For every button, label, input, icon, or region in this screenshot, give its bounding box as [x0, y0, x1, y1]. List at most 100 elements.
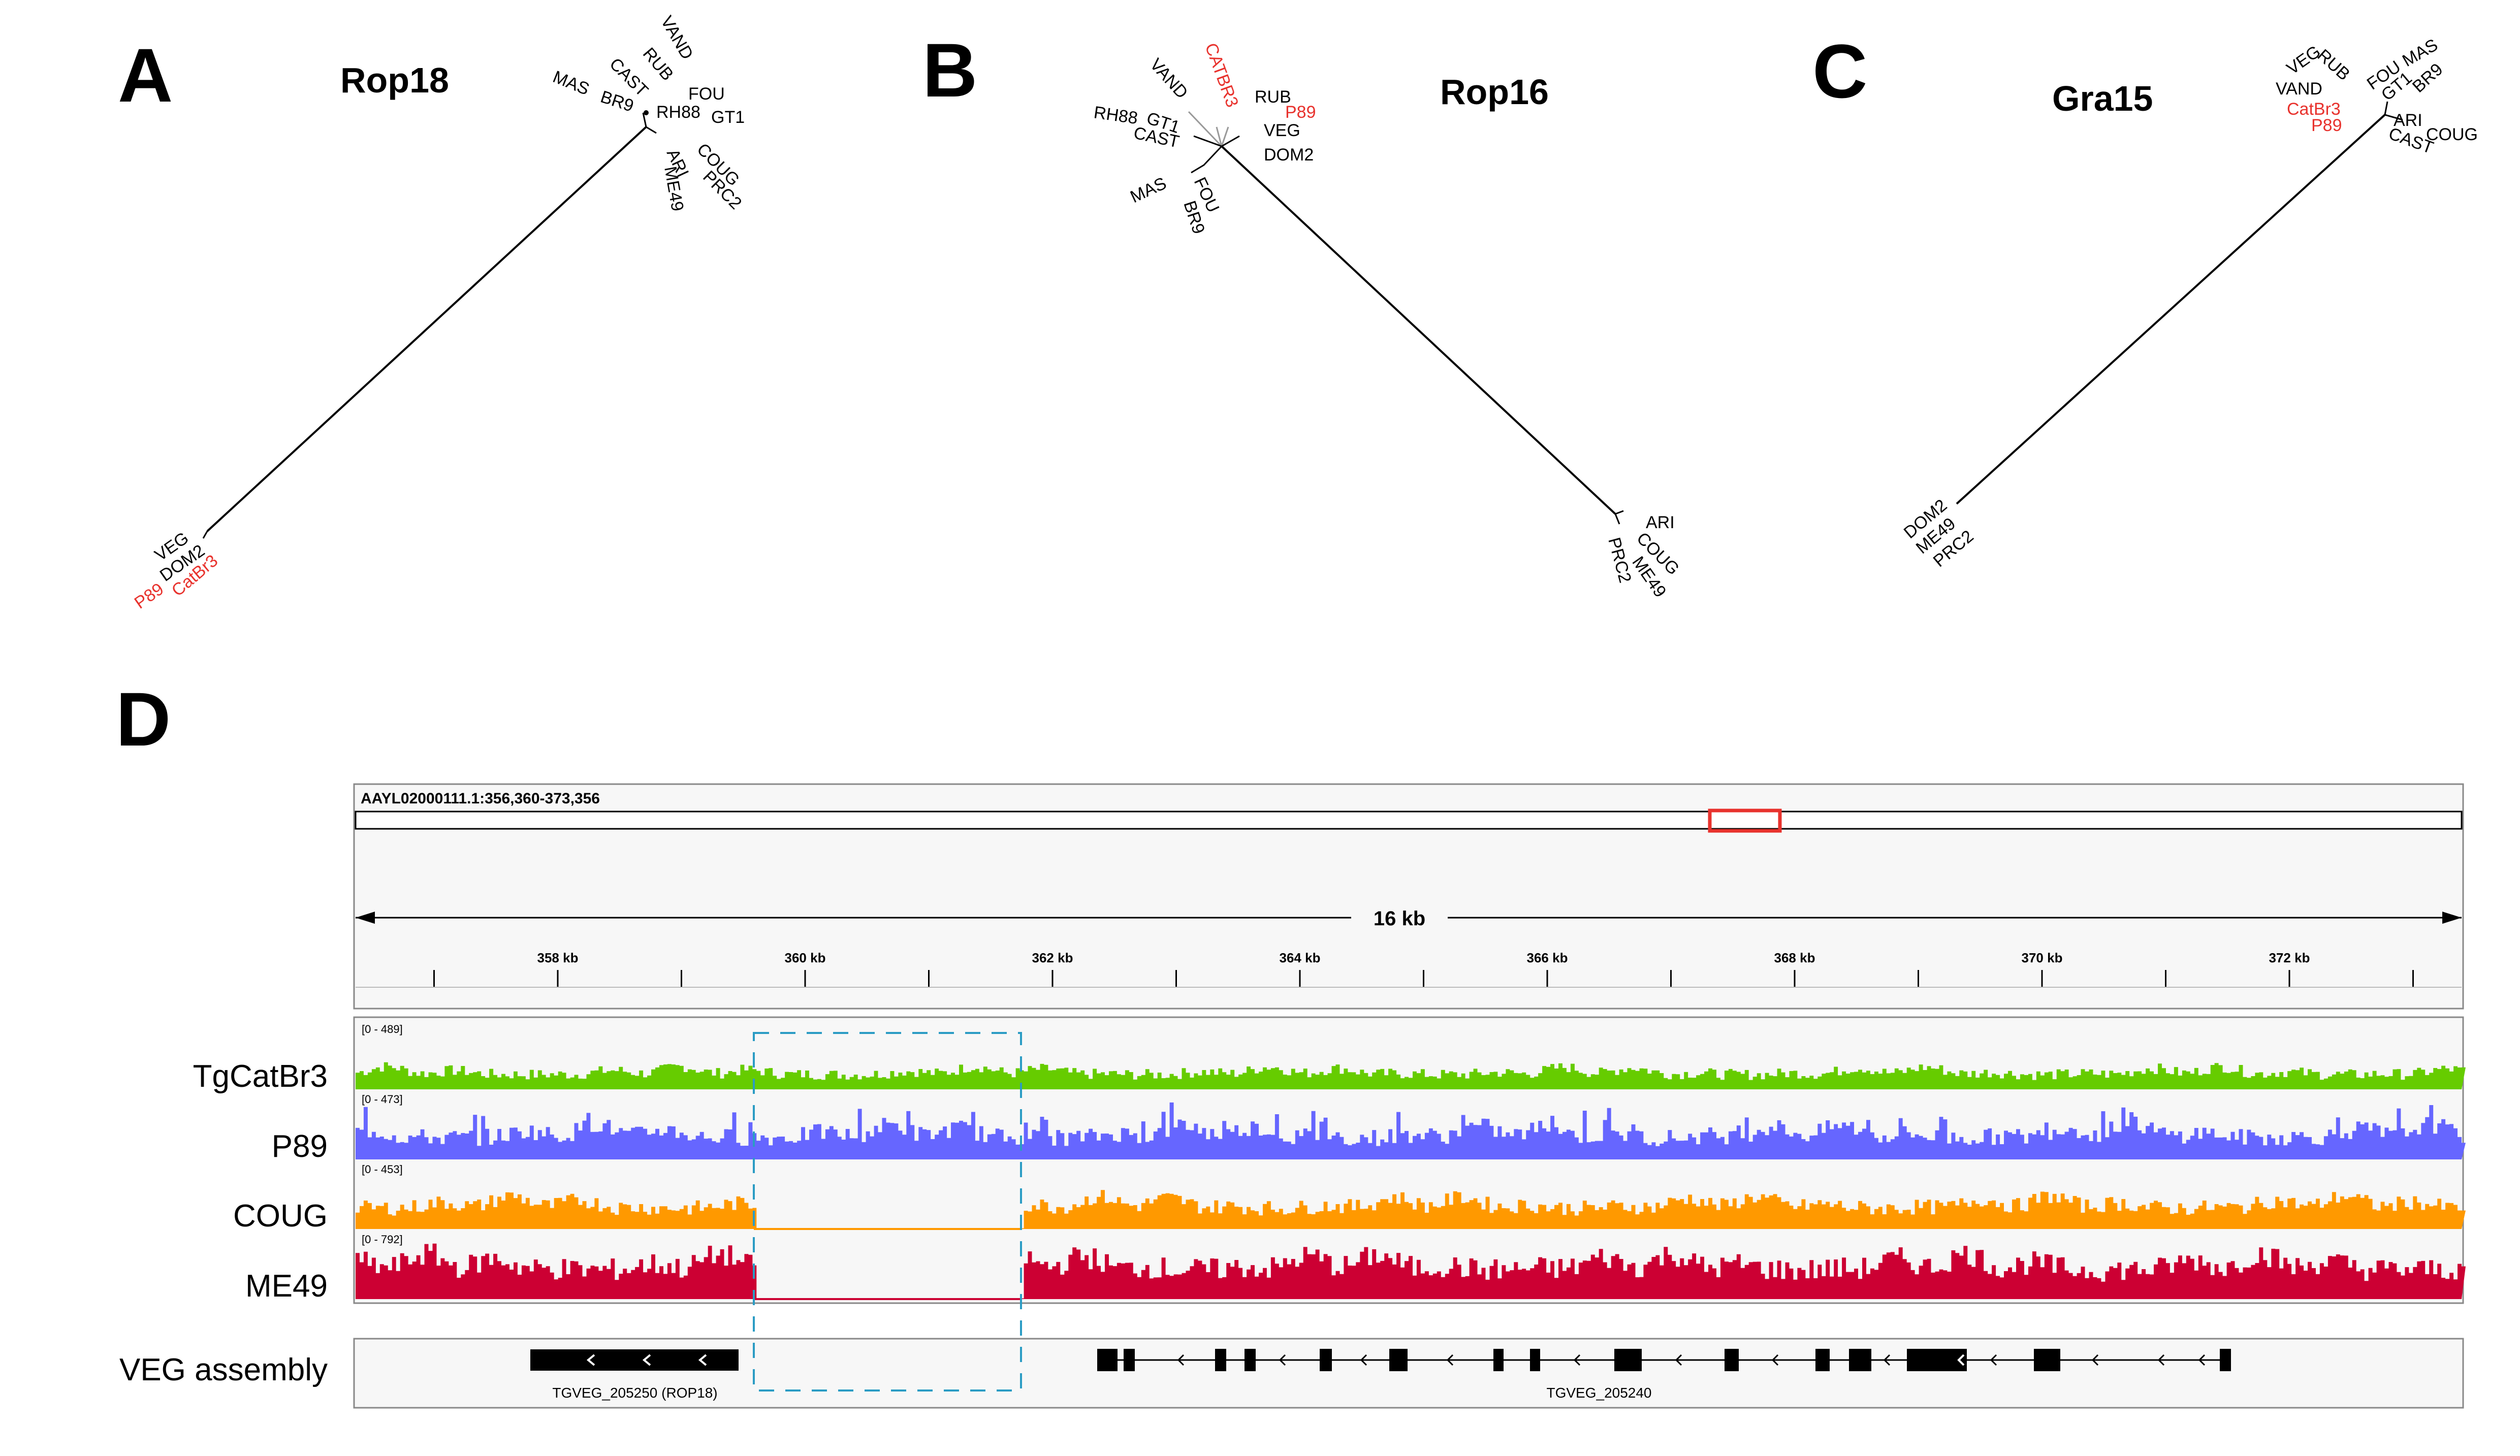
strand-arrow-icon	[1279, 1354, 1286, 1366]
track-range-me49: [0 - 792]	[362, 1233, 403, 1246]
deletion-region-box	[753, 1032, 1022, 1392]
gene-205240-exon[interactable]	[2034, 1349, 2060, 1371]
tree-branch-a	[206, 126, 647, 532]
tree-twig-b1	[1188, 111, 1223, 147]
tip-b-mas: MAS	[1127, 174, 1169, 207]
ruler-tick-label: 366 kb	[1527, 950, 1568, 965]
coverage-tracks	[356, 1062, 2466, 1300]
gene-rop18-body[interactable]	[530, 1349, 739, 1371]
tree-branch-c	[1956, 114, 2386, 505]
tip-c-ari: ARI	[2394, 111, 2422, 130]
tip-b-vand: VAND	[1146, 55, 1192, 103]
gene-205240-exon[interactable]	[1215, 1349, 1226, 1371]
tree-twig-b5	[1193, 135, 1222, 147]
tree-twig-a1	[642, 112, 647, 127]
tree-title-c: Gra15	[2052, 79, 2153, 118]
strand-arrow-icon	[2091, 1354, 2099, 1366]
tree-title-a: Rop18	[340, 60, 449, 100]
tip-b-rh88: RH88	[1093, 103, 1139, 128]
tip-a-fou: FOU	[688, 84, 725, 104]
chromosome-ideogram[interactable]	[355, 811, 2463, 830]
tip-c-veg: VEG	[2283, 42, 2324, 78]
gene-label-rop18: TGVEG_205250 (ROP18)	[552, 1385, 717, 1401]
gene-205240-exon[interactable]	[1320, 1349, 1332, 1371]
ruler: 358 kb 360 kb 362 kb 364 kb 366 kb 368 kb 370 …	[433, 950, 2414, 987]
gene-205240-exon[interactable]	[1124, 1349, 1135, 1371]
panel-letter-d: D	[116, 676, 171, 762]
tree-twig-b3	[1216, 126, 1223, 147]
gene-rop18[interactable]	[530, 1349, 739, 1371]
gene-205240-exon[interactable]	[1097, 1349, 1118, 1371]
tip-a-p89: P89	[131, 579, 167, 613]
tree-title-b: Rop16	[1440, 72, 1549, 112]
coverage-area-p89[interactable]	[356, 1102, 2466, 1159]
locus-label[interactable]: AAYL02000111.1:356,360-373,356	[361, 790, 600, 807]
gene-205240-exon[interactable]	[1389, 1349, 1408, 1371]
strand-arrow-icon	[1771, 1354, 1779, 1366]
tree-twig-b7	[1614, 510, 1624, 525]
coverage-area-tgcatbr3[interactable]	[356, 1062, 2466, 1089]
ruler-tick-label: 358 kb	[537, 950, 579, 965]
gene-205240-exon[interactable]	[1725, 1349, 1739, 1371]
tree-twig-b4	[1221, 135, 1240, 147]
strand-arrow-icon	[1573, 1354, 1581, 1366]
tip-a-rub: RUB	[639, 44, 677, 84]
gene-205240-exon[interactable]	[1815, 1349, 1830, 1371]
track-label-veg-assembly: VEG assembly	[119, 1352, 328, 1387]
tip-c-coug: COUG	[2426, 125, 2478, 144]
tree-twig-c1	[2384, 101, 2388, 115]
panel-a: A Rop18 VAND RUB CAST FOU MAS BR9 RH88 G…	[118, 13, 745, 613]
tree-twig-b6	[1191, 145, 1223, 174]
strand-arrow-icon	[1957, 1354, 1965, 1366]
tip-b-ari: ARI	[1646, 513, 1675, 532]
gene-205240-exon[interactable]	[1245, 1349, 1256, 1371]
tree-twig-c2	[2384, 114, 2403, 121]
tree-node-a	[644, 110, 649, 115]
tip-b-veg: VEG	[1264, 121, 1300, 140]
tip-b-p89: P89	[1285, 103, 1316, 122]
strand-arrow-icon	[1883, 1354, 1891, 1366]
track-range-tgcatbr3: [0 - 489]	[362, 1023, 403, 1036]
strand-arrow-icon	[1177, 1354, 1185, 1366]
span-arrow-left-icon	[356, 912, 375, 924]
coverage-area-me49[interactable]	[356, 1243, 2466, 1299]
coverage-area-coug[interactable]	[356, 1190, 2466, 1229]
tip-b-prc2: PRC2	[1604, 535, 1635, 585]
tree-branch-b	[1221, 145, 1616, 515]
strand-arrow-icon	[2198, 1354, 2206, 1366]
data-tracks-panel	[353, 1016, 2464, 1304]
tip-b-catbr3: CATBR3	[1201, 41, 1242, 110]
tip-c-p89: P89	[2311, 116, 2342, 135]
tip-b-dom2: DOM2	[1264, 145, 1314, 165]
track-range-p89: [0 - 473]	[362, 1093, 403, 1106]
gene-205240-exon[interactable]	[1849, 1349, 1871, 1371]
ruler-tick-label: 362 kb	[1032, 950, 1073, 965]
gene-205240-exon[interactable]	[1530, 1349, 1540, 1371]
track-label-me49: ME49	[245, 1269, 328, 1304]
span-label: 16 kb	[1374, 908, 1425, 930]
ruler-tick-label: 368 kb	[1774, 950, 1815, 965]
panel-d: D AAYL02000111.1:356,360-373,356 16 kb 3…	[116, 676, 2466, 1409]
tip-c-vand: VAND	[2276, 79, 2322, 99]
gene-label-205240: TGVEG_205240	[1546, 1385, 1651, 1401]
tip-a-gt1: GT1	[711, 108, 745, 127]
tip-b-rub: RUB	[1255, 87, 1291, 107]
gene-205240-exon[interactable]	[1493, 1349, 1504, 1371]
strand-arrow-icon	[1360, 1354, 1367, 1366]
gene-205240-exon[interactable]	[1614, 1349, 1642, 1371]
strand-arrows-icon	[586, 1354, 707, 1366]
panel-letter-c: C	[1812, 28, 1867, 114]
ruler-tick-label: 370 kb	[2022, 950, 2063, 965]
panel-letter-b: B	[922, 27, 977, 113]
ideogram-region-marker[interactable]	[1708, 808, 1782, 833]
ruler-tick-label: 364 kb	[1280, 950, 1321, 965]
strand-arrow-icon	[2157, 1354, 2165, 1366]
gene-205240[interactable]	[1097, 1349, 2231, 1371]
gene-205240-exon[interactable]	[2220, 1349, 2231, 1371]
annotation-panel	[353, 1338, 2464, 1409]
span-label-bg	[1351, 904, 1448, 929]
ruler-tick-label: 360 kb	[785, 950, 826, 965]
tree-twig-a2	[646, 126, 657, 134]
gene-205240-exon[interactable]	[1907, 1349, 1967, 1371]
